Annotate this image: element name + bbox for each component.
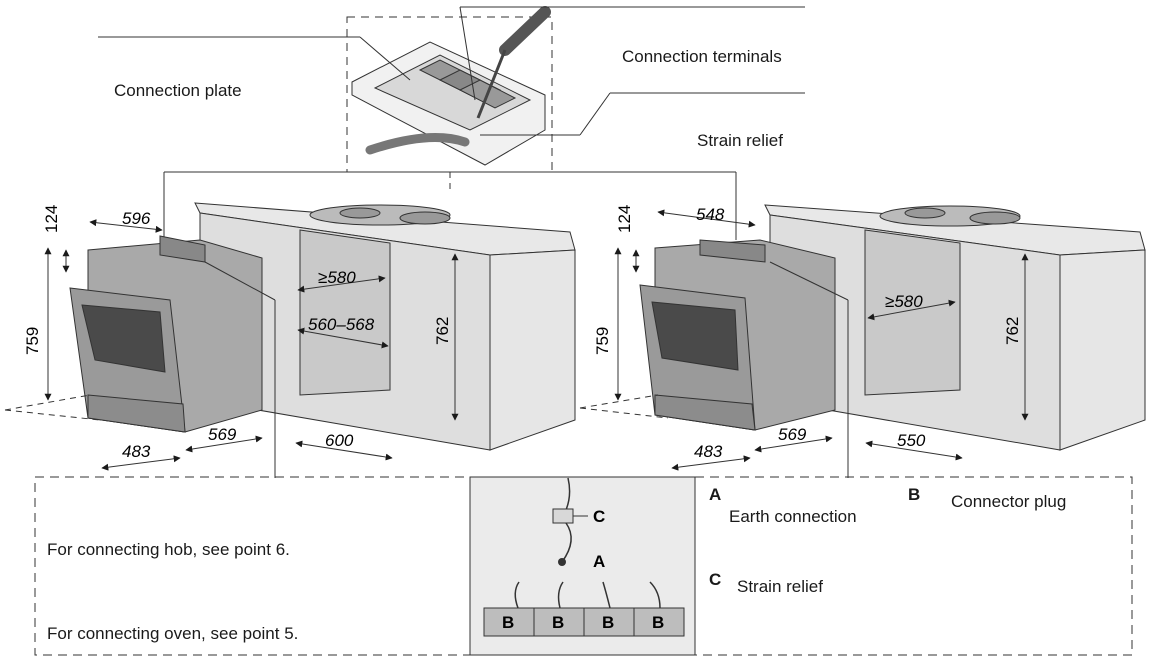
legend-c-text: Strain relief: [737, 577, 823, 596]
connection-plate-detail: [98, 6, 805, 240]
plug-label: B: [502, 613, 514, 632]
legend-a-key: A: [709, 485, 722, 504]
connector-plug-3: [583, 607, 635, 637]
dim-niche-range: 560–568: [308, 315, 375, 334]
plug-label: B: [552, 613, 564, 632]
dim-top-depth: 596: [122, 209, 151, 228]
legend-b-text: Connector plug: [951, 492, 1067, 511]
legend-a-text: Earth connection: [729, 507, 857, 526]
legend-c-key: C: [709, 570, 722, 589]
connector-plug-4: [633, 607, 685, 637]
legend-b-key: B: [908, 485, 921, 504]
dim-top-height: 124: [42, 205, 61, 233]
right-kitchen-unit: [579, 204, 1146, 478]
dim-bottom-width: 483: [694, 442, 723, 461]
left-kitchen-unit: [4, 202, 576, 478]
dim-bottom-depth: 569: [778, 425, 807, 444]
plug-label: B: [602, 613, 614, 632]
detail-label-c: C: [593, 507, 605, 526]
detail-label-a: A: [593, 552, 605, 571]
right-unit-dimensions: 548 124 759 ≥580 762 483 569 550: [593, 205, 1022, 461]
dim-oven-height: 759: [23, 327, 42, 355]
connector-plug-2: [533, 607, 585, 637]
plug-label: B: [652, 613, 664, 632]
bottom-panel: B B B B C A: [34, 476, 1133, 656]
strain-relief-callout: Strain relief: [697, 131, 783, 150]
dim-cabinet-height: 762: [433, 317, 452, 345]
dim-cabinet-height: 762: [1003, 317, 1022, 345]
dim-niche-width: 550: [897, 431, 926, 450]
dim-top-height: 124: [615, 205, 634, 233]
dim-niche-width: 600: [325, 431, 354, 450]
connection-terminals-label: Connection terminals: [622, 47, 782, 66]
dim-bottom-width: 483: [122, 442, 151, 461]
dim-niche-min: ≥580: [885, 292, 923, 311]
dim-top-depth: 548: [696, 205, 725, 224]
left-unit-dimensions: 596 124 759 ≥580 560–568 762 483 569 600: [23, 205, 452, 461]
hob-note: For connecting hob, see point 6.: [47, 540, 290, 559]
dim-niche-min: ≥580: [318, 268, 356, 287]
connection-plate-label: Connection plate: [114, 81, 242, 100]
oven-note: For connecting oven, see point 5.: [47, 624, 299, 643]
dim-oven-height: 759: [593, 327, 612, 355]
dim-bottom-depth: 569: [208, 425, 237, 444]
